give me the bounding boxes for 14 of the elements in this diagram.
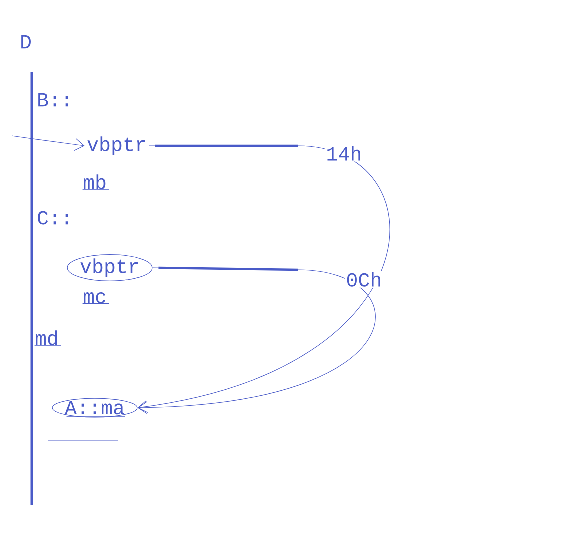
member-text: mc xyxy=(82,292,110,304)
offset-label: 0Ch xyxy=(345,271,384,288)
offset-label: 14h xyxy=(325,145,364,162)
circled-text: vbptr xyxy=(67,254,153,282)
arrow xyxy=(12,136,85,151)
pointer-arrow xyxy=(138,266,376,414)
member-text: B:: xyxy=(38,93,68,107)
member-text: md xyxy=(34,330,62,346)
member-text: D xyxy=(22,35,31,49)
member-text: vbptr xyxy=(88,136,146,156)
member-text: C:: xyxy=(38,211,68,225)
pointer-arrow xyxy=(138,144,390,414)
member-text: mb xyxy=(82,174,110,190)
circled-text: A::ma xyxy=(52,398,138,418)
